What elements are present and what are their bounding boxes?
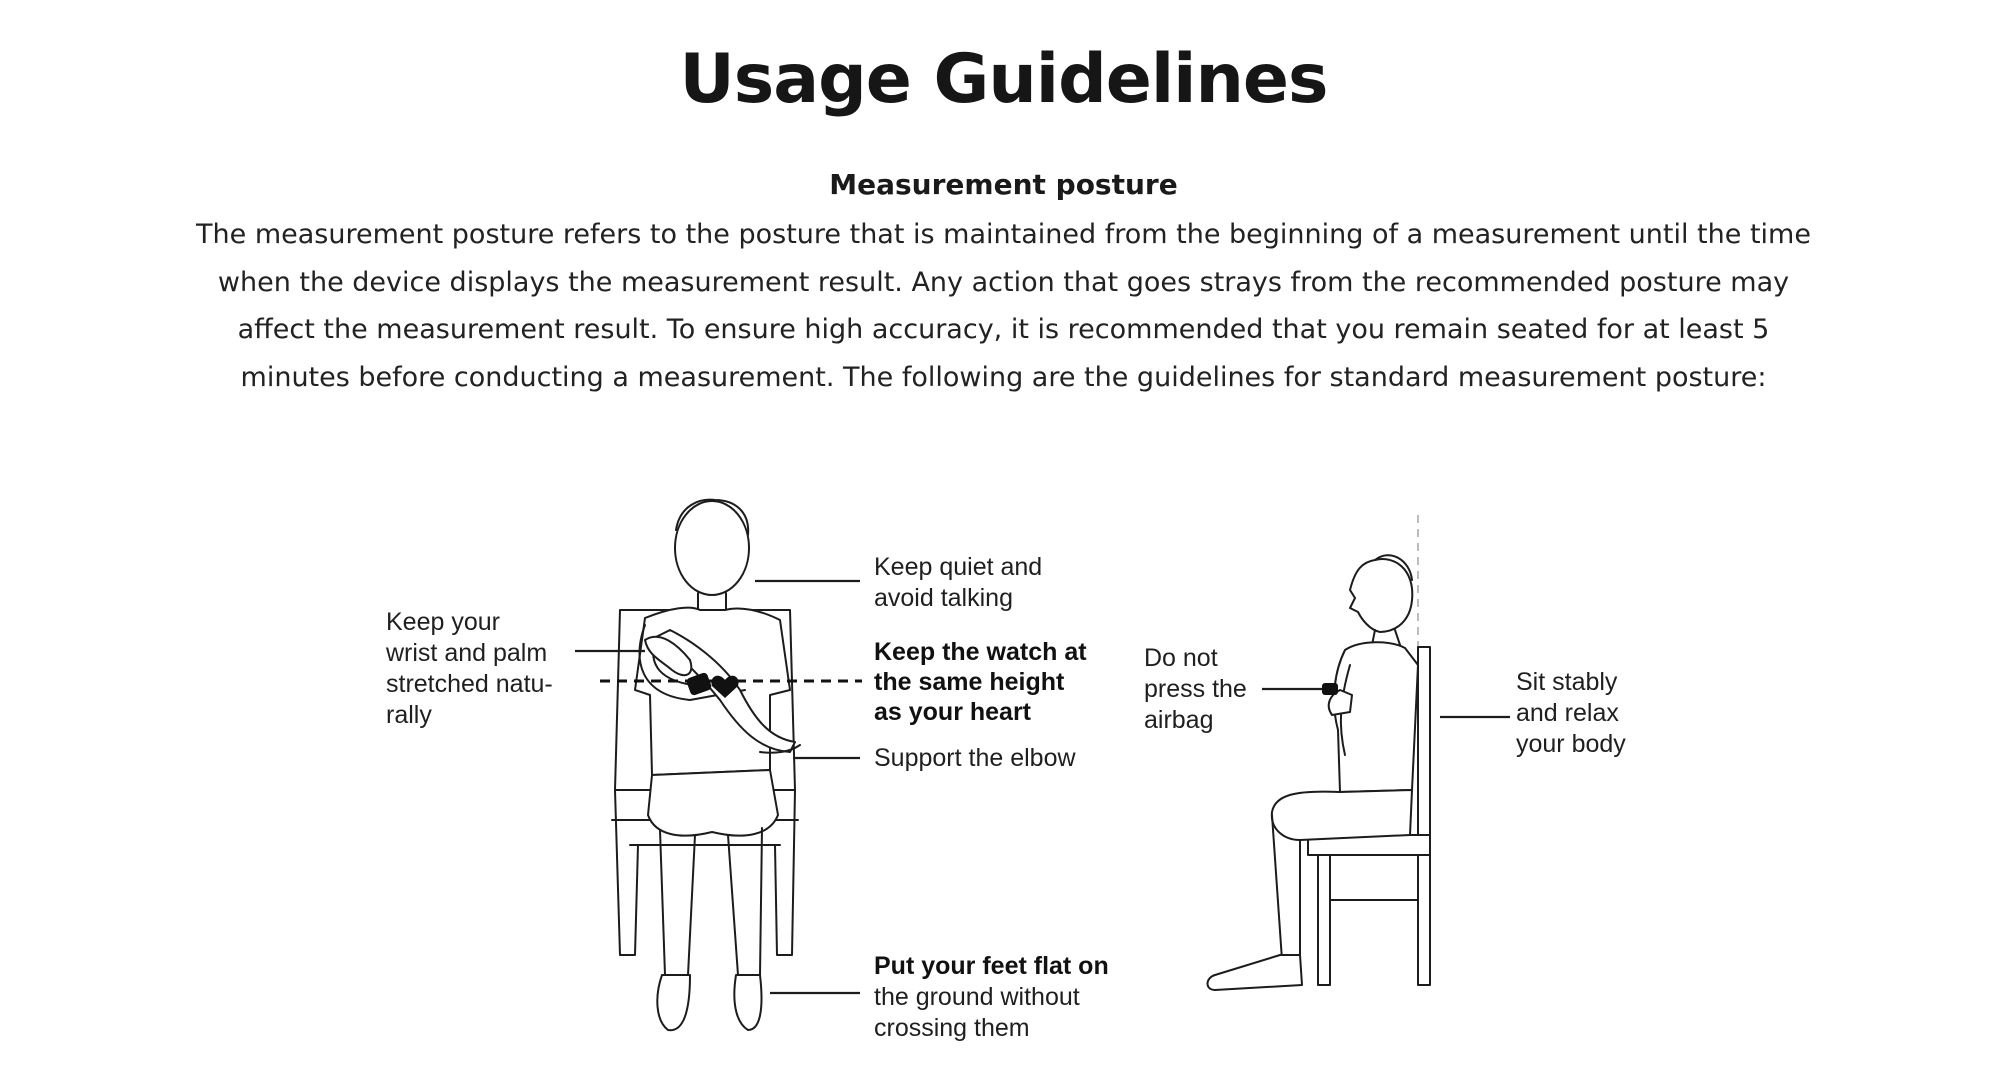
label-quiet: Keep quiet and avoid talking	[874, 553, 1042, 612]
label-feet: Put your feet flat on the ground without…	[874, 952, 1109, 1042]
front-view-figure	[611, 498, 801, 1032]
label-elbow-line: Support the elbow	[874, 744, 1076, 772]
label-height-line: as your heart	[874, 698, 1032, 726]
label-quiet-line: avoid talking	[874, 584, 1013, 612]
label-elbow: Support the elbow	[874, 744, 1076, 772]
label-wrist: Keep your wrist and palm stretched natu-…	[385, 608, 553, 729]
label-feet-line: the ground without	[874, 983, 1080, 1011]
label-sit-line: Sit stably	[1516, 668, 1618, 696]
label-height-line: Keep the watch at	[874, 638, 1087, 666]
label-sit: Sit stably and relax your body	[1516, 668, 1626, 758]
label-airbag: Do not press the airbag	[1144, 644, 1247, 734]
label-wrist-line: rally	[386, 701, 432, 729]
label-airbag-line: press the	[1144, 675, 1247, 703]
side-view-figure	[1206, 515, 1431, 991]
page-title: Usage Guidelines	[679, 40, 1329, 119]
label-wrist-line: Keep your	[386, 608, 500, 636]
label-wrist-line: stretched natu-	[386, 670, 553, 698]
label-sit-line: your body	[1516, 730, 1626, 758]
leader-lines	[575, 579, 1510, 995]
label-height-line: the same height	[874, 668, 1065, 696]
label-feet-line: Put your feet flat on	[874, 952, 1109, 980]
label-airbag-line: airbag	[1144, 706, 1214, 734]
intro-paragraph: The measurement posture refers to the po…	[196, 219, 1811, 393]
section-heading: Measurement posture	[829, 168, 1178, 201]
label-sit-line: and relax	[1516, 699, 1619, 727]
label-feet-line: crossing them	[874, 1014, 1030, 1042]
label-height: Keep the watch at the same height as you…	[874, 638, 1087, 726]
label-quiet-line: Keep quiet and	[874, 553, 1042, 581]
label-airbag-line: Do not	[1144, 644, 1218, 672]
label-wrist-line: wrist and palm	[385, 639, 547, 667]
